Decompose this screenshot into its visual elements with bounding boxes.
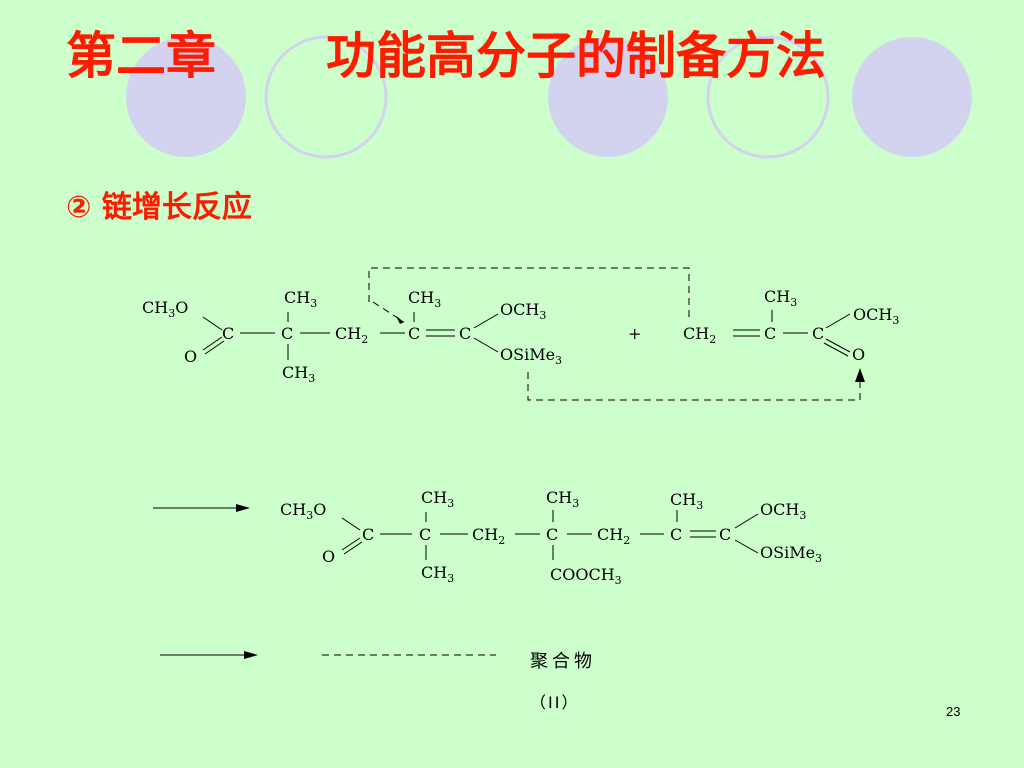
- dashed-arrowhead: [396, 316, 404, 324]
- atom-c-6: C: [812, 324, 824, 343]
- monomer-arrowhead: [855, 368, 865, 382]
- atom-ch2-2: CH2: [683, 324, 716, 346]
- atom-ch3o-1: CH3O: [142, 298, 188, 320]
- atom-c-8: C: [419, 525, 431, 544]
- atom-ch2-1: CH2: [335, 324, 368, 346]
- reactant-initiator: CH3O C O C CH3 CH3 CH2 C CH3 C OCH3 OSiM…: [142, 288, 562, 385]
- atom-osime3-2: OSiMe3: [760, 543, 822, 565]
- electron-path: [322, 267, 861, 656]
- atom-ch3-2: CH3: [282, 363, 315, 385]
- atom-c-5: C: [764, 324, 776, 343]
- title-chapter: 第二章: [66, 27, 216, 85]
- circle-outline-2: [706, 35, 830, 159]
- atom-ch3-7: CH3: [546, 488, 579, 510]
- atom-c-11: C: [719, 525, 731, 544]
- atom-ch2-3: CH2: [472, 525, 505, 547]
- atom-och3-1: OCH3: [500, 300, 546, 322]
- circle-filled-2: [548, 37, 668, 157]
- plus-sign: +: [628, 324, 641, 343]
- atom-osime3-1: OSiMe3: [500, 345, 562, 367]
- atom-och3-2: OCH3: [853, 305, 899, 327]
- atom-ch3-8: CH3: [670, 490, 703, 512]
- atom-c-2: C: [281, 324, 293, 343]
- slide-subtitle: ② 链增长反应: [66, 190, 252, 225]
- atom-ch2-4: CH2: [597, 525, 630, 547]
- circle-filled-3: [852, 37, 972, 157]
- atom-c-9: C: [546, 525, 558, 544]
- atom-ch3-3: CH3: [408, 288, 441, 310]
- circle-filled-1: [126, 37, 246, 157]
- atom-cooch3: COOCH3: [550, 565, 622, 587]
- title-topic: 功能高分子的制备方法: [326, 27, 826, 85]
- slide-title: 第二章 功能高分子的制备方法: [66, 26, 926, 86]
- atom-ch3-1: CH3: [284, 288, 317, 310]
- atom-c-4: C: [459, 324, 471, 343]
- bond-lines: [153, 310, 851, 656]
- reactant-monomer: CH2 C CH3 C OCH3 O: [683, 287, 899, 364]
- atom-c-7: C: [362, 525, 374, 544]
- arrow-2-head: [244, 651, 258, 659]
- circle-outline-1: [264, 35, 388, 159]
- atom-c-3: C: [408, 324, 420, 343]
- atom-o-3: O: [322, 547, 335, 566]
- atom-ch3-4: CH3: [764, 287, 797, 309]
- atom-och3-3: OCH3: [760, 500, 806, 522]
- atom-ch3-5: CH3: [421, 488, 454, 510]
- atom-ch3o-2: CH3O: [280, 500, 326, 522]
- atom-o-1: O: [184, 347, 197, 366]
- atom-ch3-6: CH3: [421, 563, 454, 585]
- arrow-1-head: [236, 504, 250, 512]
- atom-o-2: O: [852, 345, 865, 364]
- polymer-index: （II）: [530, 693, 579, 712]
- page-number: 23: [946, 704, 961, 719]
- product-adduct: CH3O C O C CH3 CH3 CH2 C CH3 COOCH3 CH2 …: [280, 488, 822, 587]
- atom-c-1: C: [222, 324, 234, 343]
- arrowheads: [236, 316, 865, 659]
- atom-c-10: C: [670, 525, 682, 544]
- polymer-label: 聚合物: [530, 651, 596, 672]
